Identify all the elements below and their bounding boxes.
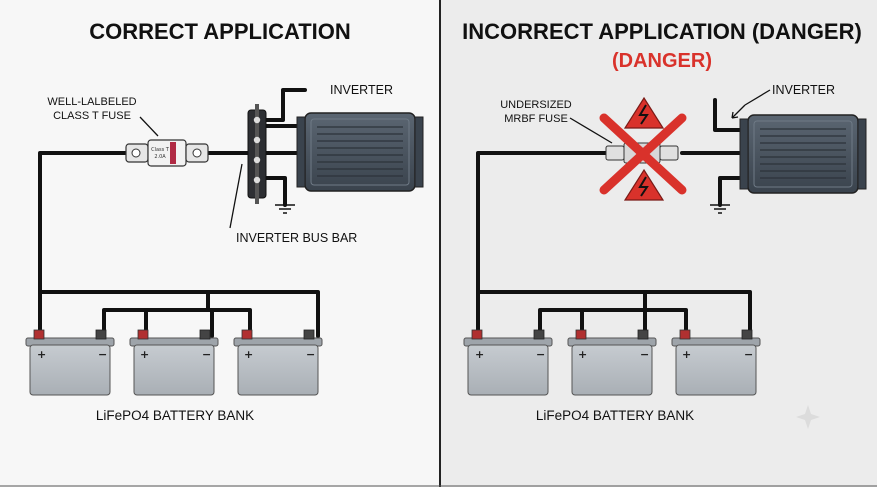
fuse-print-line2: 2.0A [154,154,166,160]
inverter-right-leader [744,89,771,106]
inverter-left-label: INVERTER [330,83,393,97]
mrbf-label-line1: UNDERSIZED [500,99,572,111]
cross-mark-icon [599,113,687,195]
busbar-leader-line [229,163,243,229]
battery-plus: + [682,348,691,361]
inverter-left [296,112,424,192]
inverter-right-label: INVERTER [772,83,835,97]
battery-minus: − [98,348,107,361]
right-panel [440,0,877,487]
ground-symbol-icon [710,204,730,214]
mrbf-leader-line [569,117,613,144]
bank-label-left: LiFePO4 BATTERY BANK [96,408,254,423]
battery-minus: − [306,348,315,361]
busbar-label: INVERTER BUS BAR [236,231,357,245]
fuse-leader-line [139,116,159,137]
battery-minus: − [202,348,211,361]
inverter-bus-bar [247,104,267,204]
battery-plus: + [244,348,253,361]
bank-label-right: LiFePO4 BATTERY BANK [536,408,694,423]
left-panel [0,0,440,487]
fuse-print-line1: Class T [151,147,170,153]
left-title: CORRECT APPLICATION [89,19,351,44]
battery-minus: − [640,348,649,361]
fuse-label-line1: WELL-LALBELED [47,96,136,108]
danger-label: (DANGER) [612,50,712,72]
right-wiring [476,98,752,338]
inverter-right [739,114,867,194]
fuse-label-line2: CLASS T FUSE [53,110,131,122]
left-wiring [38,88,320,338]
battery-minus: − [536,348,545,361]
battery-bank-right [463,329,761,396]
inverter-arrow [731,104,746,119]
sparkle-icon [796,405,820,429]
mrbf-label-line2: MRBF FUSE [504,113,568,125]
battery-plus: + [37,348,46,361]
warning-triangle-icon [623,96,665,129]
battery-minus: − [744,348,753,361]
battery-plus: + [140,348,149,361]
battery-bank-left [25,329,323,396]
battery-plus: + [578,348,587,361]
ground-symbol-icon [275,204,295,214]
battery-plus: + [475,348,484,361]
right-title: INCORRECT APPLICATION (DANGER) [462,19,862,44]
class-t-fuse: Class T 2.0A [125,139,209,167]
warning-triangle-icon [623,168,665,201]
